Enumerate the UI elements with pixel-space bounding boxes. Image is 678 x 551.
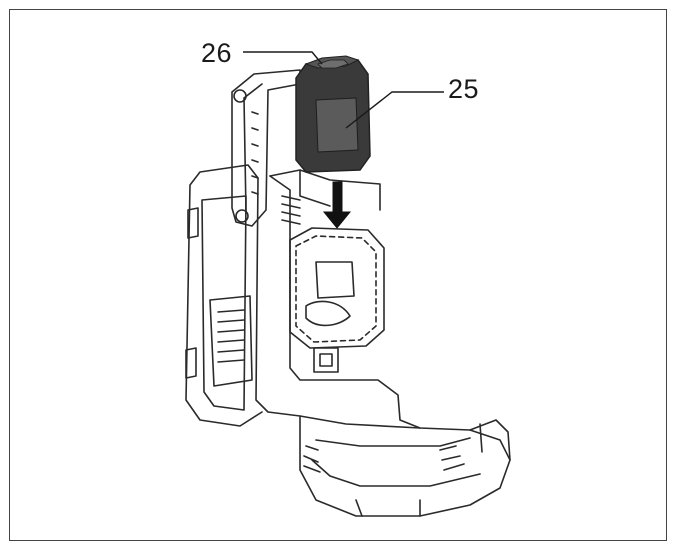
handle-pivot-top: [233, 89, 247, 103]
leader-line-25: [345, 91, 444, 129]
radio-left-clip-bottom: [185, 347, 197, 379]
handle-inner-edge: [243, 83, 263, 213]
battery-release-button: [317, 59, 349, 69]
radio-side-grill: [217, 309, 245, 363]
callout-26: 26: [201, 38, 233, 68]
radio-side-panel: [209, 295, 253, 387]
handle-pivot-bottom: [235, 209, 249, 223]
radio-top-vents: [281, 195, 301, 225]
battery-bay-switch: [313, 347, 339, 373]
handle-markings: [251, 111, 259, 195]
bottom-tray: [299, 415, 481, 517]
radio-left-clip-top: [187, 207, 199, 239]
radio-top-edge: [269, 169, 381, 211]
battery-bay-latch: [315, 261, 355, 299]
radio-body-outline: [185, 164, 511, 517]
leader-line-26: [243, 51, 323, 65]
tray-grip-left: [303, 445, 321, 473]
battery-bay-frame: [289, 227, 385, 349]
carry-handle: [231, 69, 301, 227]
battery-bay-contacts: [305, 300, 351, 327]
tray-grip-right: [439, 445, 465, 471]
battery-pack: [295, 55, 371, 173]
battery-bay-dashed: [295, 235, 377, 343]
insert-direction-arrow: [322, 181, 352, 229]
callout-25: 25: [448, 74, 480, 104]
tray-right-wall: [469, 419, 511, 461]
radio-body-inner-left: [201, 195, 247, 411]
battery-label-face: [315, 97, 359, 153]
